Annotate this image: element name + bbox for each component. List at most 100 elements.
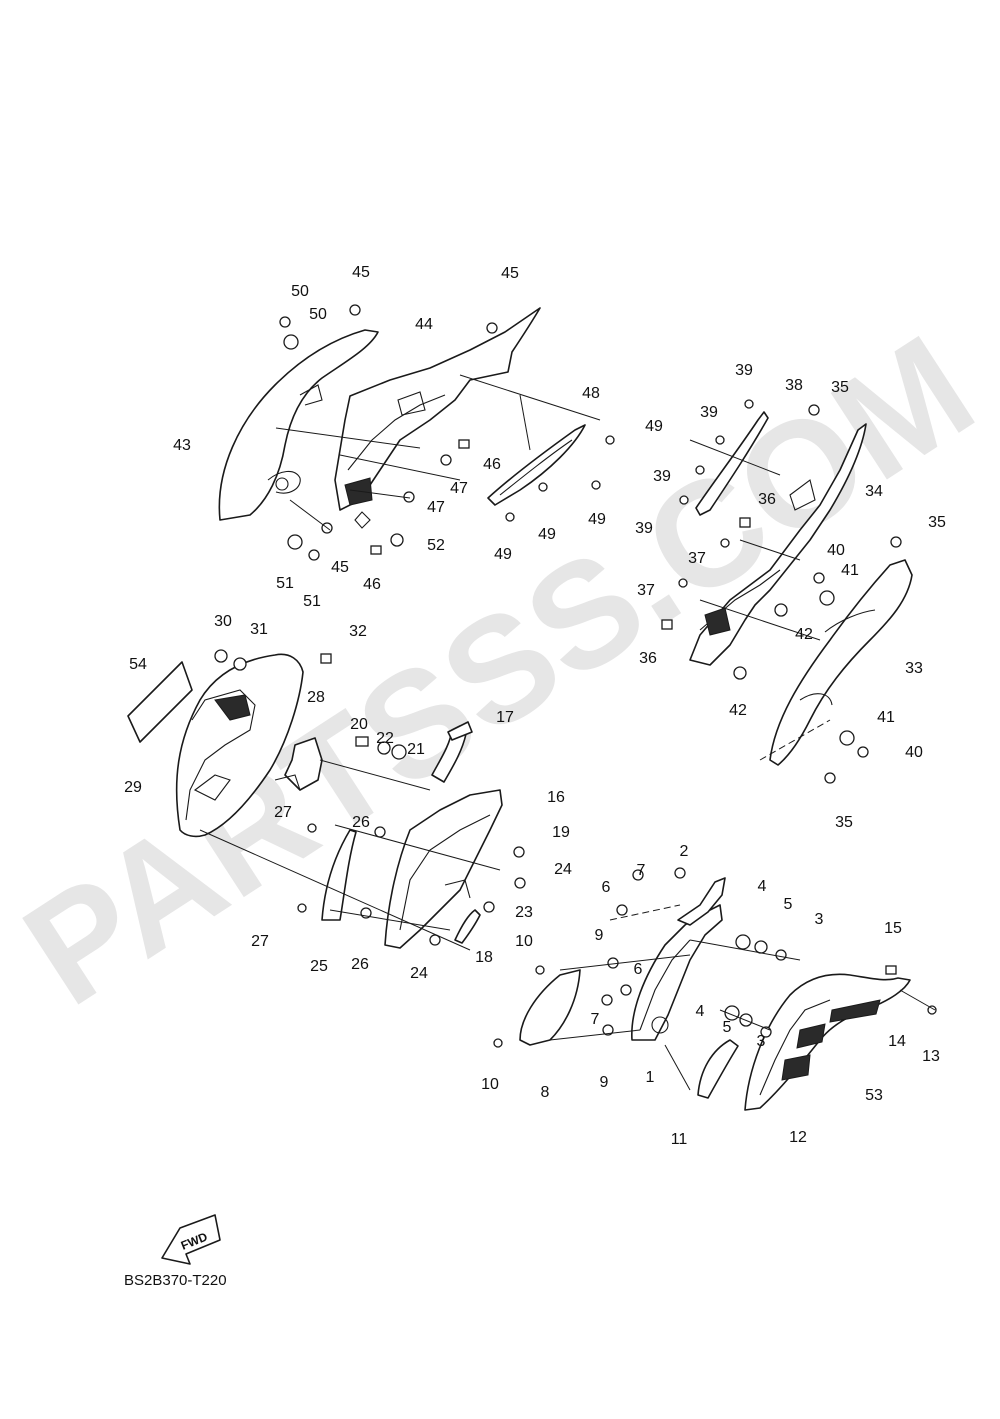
panel-44 bbox=[334, 307, 541, 529]
callout-label-27: 27 bbox=[274, 804, 292, 821]
cover-29 bbox=[175, 653, 304, 838]
callout-label-16: 16 bbox=[547, 789, 565, 806]
side-cover-33 bbox=[769, 559, 913, 766]
callout-label-31: 31 bbox=[250, 621, 268, 638]
callout-label-19: 19 bbox=[552, 824, 570, 841]
callout-label-44: 44 bbox=[415, 316, 433, 333]
callout-label-53: 53 bbox=[865, 1087, 883, 1104]
side-cover-43 bbox=[218, 329, 379, 521]
callout-label-24: 24 bbox=[410, 965, 428, 982]
panel-16 bbox=[384, 789, 503, 949]
brace-38 bbox=[695, 411, 769, 516]
callout-label-4: 4 bbox=[696, 1003, 705, 1020]
cover-12 bbox=[744, 973, 911, 1111]
callout-label-43: 43 bbox=[173, 437, 191, 454]
callout-label-51: 51 bbox=[303, 593, 321, 610]
callout-label-5: 5 bbox=[723, 1019, 732, 1036]
diagram-code: BS2B370-T220 bbox=[124, 1272, 227, 1289]
callout-label-37: 37 bbox=[688, 550, 706, 567]
callout-label-12: 12 bbox=[789, 1129, 807, 1146]
callout-label-33: 33 bbox=[905, 660, 923, 677]
callout-label-39: 39 bbox=[735, 362, 753, 379]
callout-label-30: 30 bbox=[214, 613, 232, 630]
callout-label-50: 50 bbox=[309, 306, 327, 323]
callout-label-37: 37 bbox=[637, 582, 655, 599]
callout-label-35: 35 bbox=[831, 379, 849, 396]
callout-label-18: 18 bbox=[475, 949, 493, 966]
callout-label-5: 5 bbox=[784, 896, 793, 913]
leader-lines bbox=[199, 374, 936, 1091]
callout-label-4: 4 bbox=[758, 878, 767, 895]
callout-label-48: 48 bbox=[582, 385, 600, 402]
callout-label-6: 6 bbox=[634, 961, 643, 978]
callout-label-11: 11 bbox=[671, 1131, 688, 1148]
callout-label-8: 8 bbox=[541, 1084, 550, 1101]
side-cover-34 bbox=[689, 423, 867, 666]
callout-label-46: 46 bbox=[363, 576, 381, 593]
callout-label-10: 10 bbox=[481, 1076, 499, 1093]
callout-label-23: 23 bbox=[515, 904, 533, 921]
callout-label-3: 3 bbox=[757, 1033, 766, 1050]
callout-label-54: 54 bbox=[129, 656, 147, 673]
callout-label-45: 45 bbox=[331, 559, 349, 576]
callout-label-13: 13 bbox=[922, 1048, 940, 1065]
callout-label-47: 47 bbox=[427, 499, 445, 516]
callout-label-49: 49 bbox=[588, 511, 606, 528]
callout-label-20: 20 bbox=[350, 716, 368, 733]
callout-label-42: 42 bbox=[729, 702, 747, 719]
callout-label-51: 51 bbox=[276, 575, 294, 592]
callout-label-17: 17 bbox=[496, 709, 514, 726]
callout-label-35: 35 bbox=[835, 814, 853, 831]
callout-label-26: 26 bbox=[352, 814, 370, 831]
callout-label-29: 29 bbox=[124, 779, 142, 796]
callout-label-45: 45 bbox=[352, 264, 370, 281]
callout-label-50: 50 bbox=[291, 283, 309, 300]
callout-label-3: 3 bbox=[815, 911, 824, 928]
callout-label-49: 49 bbox=[645, 418, 663, 435]
callout-label-52: 52 bbox=[427, 537, 445, 554]
callout-label-36: 36 bbox=[758, 491, 776, 508]
brace-48 bbox=[487, 424, 586, 506]
callout-label-41: 41 bbox=[841, 562, 859, 579]
callout-label-35: 35 bbox=[928, 514, 946, 531]
callout-label-1: 1 bbox=[646, 1069, 655, 1086]
callout-label-9: 9 bbox=[600, 1074, 609, 1091]
callout-label-24: 24 bbox=[554, 861, 572, 878]
watermark-text: PARTSSS.COM bbox=[0, 303, 1000, 1037]
callout-label-6: 6 bbox=[602, 879, 611, 896]
callout-label-21: 21 bbox=[407, 741, 425, 758]
fwd-arrow-icon: FWD bbox=[161, 1214, 221, 1265]
callout-label-41: 41 bbox=[877, 709, 895, 726]
callout-label-42: 42 bbox=[795, 626, 813, 643]
callout-label-28: 28 bbox=[307, 689, 325, 706]
callout-label-9: 9 bbox=[595, 927, 604, 944]
callout-label-40: 40 bbox=[827, 542, 845, 559]
callout-label-14: 14 bbox=[888, 1033, 906, 1050]
strip-54 bbox=[127, 661, 193, 743]
callout-label-47: 47 bbox=[450, 480, 468, 497]
callout-label-26: 26 bbox=[351, 956, 369, 973]
callout-label-27: 27 bbox=[251, 933, 269, 950]
hose-18 bbox=[454, 909, 481, 944]
bracket-11 bbox=[697, 1039, 739, 1099]
callout-label-40: 40 bbox=[905, 744, 923, 761]
watermark: PARTSSS.COM bbox=[0, 303, 1000, 1037]
callout-label-32: 32 bbox=[349, 623, 367, 640]
callout-label-39: 39 bbox=[653, 468, 671, 485]
callout-label-39: 39 bbox=[635, 520, 653, 537]
callout-label-22: 22 bbox=[376, 730, 394, 747]
callout-label-7: 7 bbox=[591, 1011, 600, 1028]
callout-label-46: 46 bbox=[483, 456, 501, 473]
plate-25 bbox=[321, 829, 357, 921]
plate-8 bbox=[519, 969, 581, 1046]
callout-label-15: 15 bbox=[884, 920, 902, 937]
bracket-1 bbox=[631, 904, 723, 1041]
callout-label-25: 25 bbox=[310, 958, 328, 975]
callout-label-10: 10 bbox=[515, 933, 533, 950]
hose-17 bbox=[431, 721, 473, 783]
callout-label-36: 36 bbox=[639, 650, 657, 667]
callout-label-2: 2 bbox=[680, 843, 689, 860]
callout-label-49: 49 bbox=[538, 526, 556, 543]
